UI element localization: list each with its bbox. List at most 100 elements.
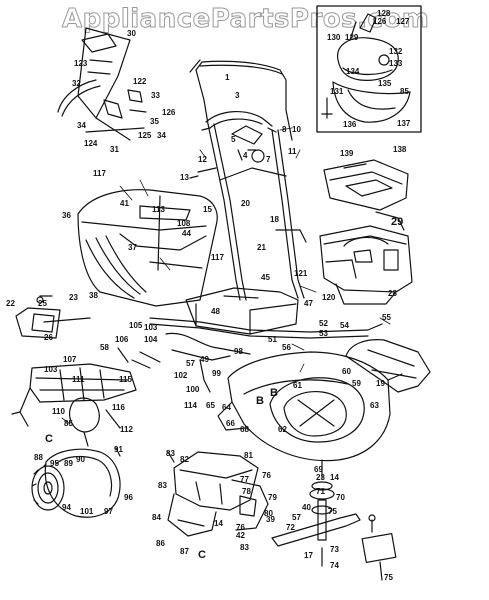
label-83-b: 83 (158, 481, 167, 490)
label-127: 127 (396, 17, 410, 26)
label-75-adapter: 75 (384, 573, 393, 582)
label-5: 5 (231, 135, 236, 144)
label-41: 41 (120, 199, 129, 208)
label-97: 97 (104, 507, 113, 516)
label-101: 101 (80, 507, 94, 516)
label-112: 112 (120, 425, 133, 434)
label-102: 102 (174, 371, 188, 380)
label-34: 34 (77, 121, 86, 130)
label-20: 20 (241, 199, 250, 208)
label-44: 44 (182, 229, 191, 238)
label-84: 84 (152, 513, 161, 522)
label-88: 88 (34, 453, 43, 462)
grass-catcher-bag (77, 189, 218, 307)
label-107: 107 (63, 355, 77, 364)
blade-assembly (271, 459, 397, 581)
label-126: 126 (373, 17, 387, 26)
label-74: 74 (330, 561, 339, 570)
label-108: 108 (177, 219, 191, 228)
label-38: 38 (89, 291, 98, 300)
label-25: 25 (38, 299, 47, 308)
label-60: 60 (342, 367, 351, 376)
label-7: 7 (266, 155, 271, 164)
label-103: 103 (144, 323, 158, 332)
label-114: 114 (184, 401, 197, 410)
label-139: 139 (340, 149, 354, 158)
label-90: 90 (76, 455, 85, 464)
label-17: 17 (304, 551, 313, 560)
front-axle-bracket (167, 451, 269, 537)
label-106: 106 (115, 335, 129, 344)
grass-bag-frame-parts (57, 27, 147, 141)
label-73: 73 (330, 545, 339, 554)
label-85-b: 85 (64, 419, 73, 428)
label-18: 18 (270, 215, 279, 224)
site-watermark: AppliancePartsPros.com (61, 4, 430, 35)
label-117: 117 (93, 169, 106, 178)
label-42: 42 (236, 531, 245, 540)
label-57: 57 (186, 359, 195, 368)
label-116: 116 (112, 403, 125, 412)
label-89: 89 (64, 459, 73, 468)
label-110: 110 (52, 407, 65, 416)
label-10: 10 (292, 125, 301, 134)
label-103-b: 103 (44, 365, 58, 374)
plate-part (15, 295, 91, 339)
label-65: 65 (206, 401, 215, 410)
label-53: 53 (319, 329, 328, 338)
label-76-b: 76 (236, 523, 245, 532)
label-4: 4 (243, 151, 248, 160)
label-23: 23 (69, 293, 78, 302)
label-47: 47 (304, 299, 313, 308)
upper-handle (189, 59, 293, 141)
label-14: 14 (330, 473, 339, 482)
label-91: 91 (114, 445, 123, 454)
label-26: 26 (44, 333, 53, 342)
label-23-blade: 23 (316, 473, 325, 482)
label-52: 52 (319, 319, 328, 328)
label-135: 135 (378, 79, 392, 88)
label-100: 100 (186, 385, 200, 394)
label-8: 8 (282, 125, 287, 134)
label-81: 81 (244, 451, 253, 460)
label-122: 122 (133, 77, 147, 86)
label-113: 113 (152, 205, 165, 214)
label-86: 86 (156, 539, 165, 548)
label-69: 69 (314, 465, 323, 474)
label-61: 61 (293, 381, 302, 390)
label-C-drive: C (45, 433, 53, 445)
label-99: 99 (212, 369, 221, 378)
label-39: 39 (266, 515, 275, 524)
label-124: 124 (84, 139, 98, 148)
label-11: 11 (288, 147, 297, 156)
label-128: 128 (377, 9, 391, 18)
label-58: 58 (100, 343, 109, 352)
label-94: 94 (62, 503, 71, 512)
label-123: 123 (74, 59, 88, 68)
label-56: 56 (282, 343, 291, 352)
label-55: 55 (382, 313, 391, 322)
label-137: 137 (397, 119, 411, 128)
mower-deck (217, 339, 431, 462)
rear-door-cover (185, 287, 299, 335)
label-85: 85 (400, 87, 409, 96)
label-45: 45 (261, 273, 270, 282)
label-28: 28 (388, 289, 397, 298)
label-64: 64 (222, 403, 231, 412)
label-120: 120 (322, 293, 336, 302)
inset-detail-box (316, 5, 422, 133)
rear-wheel (31, 447, 121, 518)
label-72: 72 (286, 523, 295, 532)
label-13: 13 (180, 173, 189, 182)
label-15: 15 (203, 205, 212, 214)
label-34-bag: 34 (157, 131, 166, 140)
label-105: 105 (129, 321, 143, 330)
label-62: 62 (278, 425, 287, 434)
rear-axle-assembly (117, 317, 383, 393)
label-63: 63 (370, 401, 379, 410)
label-133: 133 (389, 59, 403, 68)
label-12: 12 (198, 155, 207, 164)
label-33: 33 (151, 91, 160, 100)
label-22: 22 (6, 299, 15, 308)
